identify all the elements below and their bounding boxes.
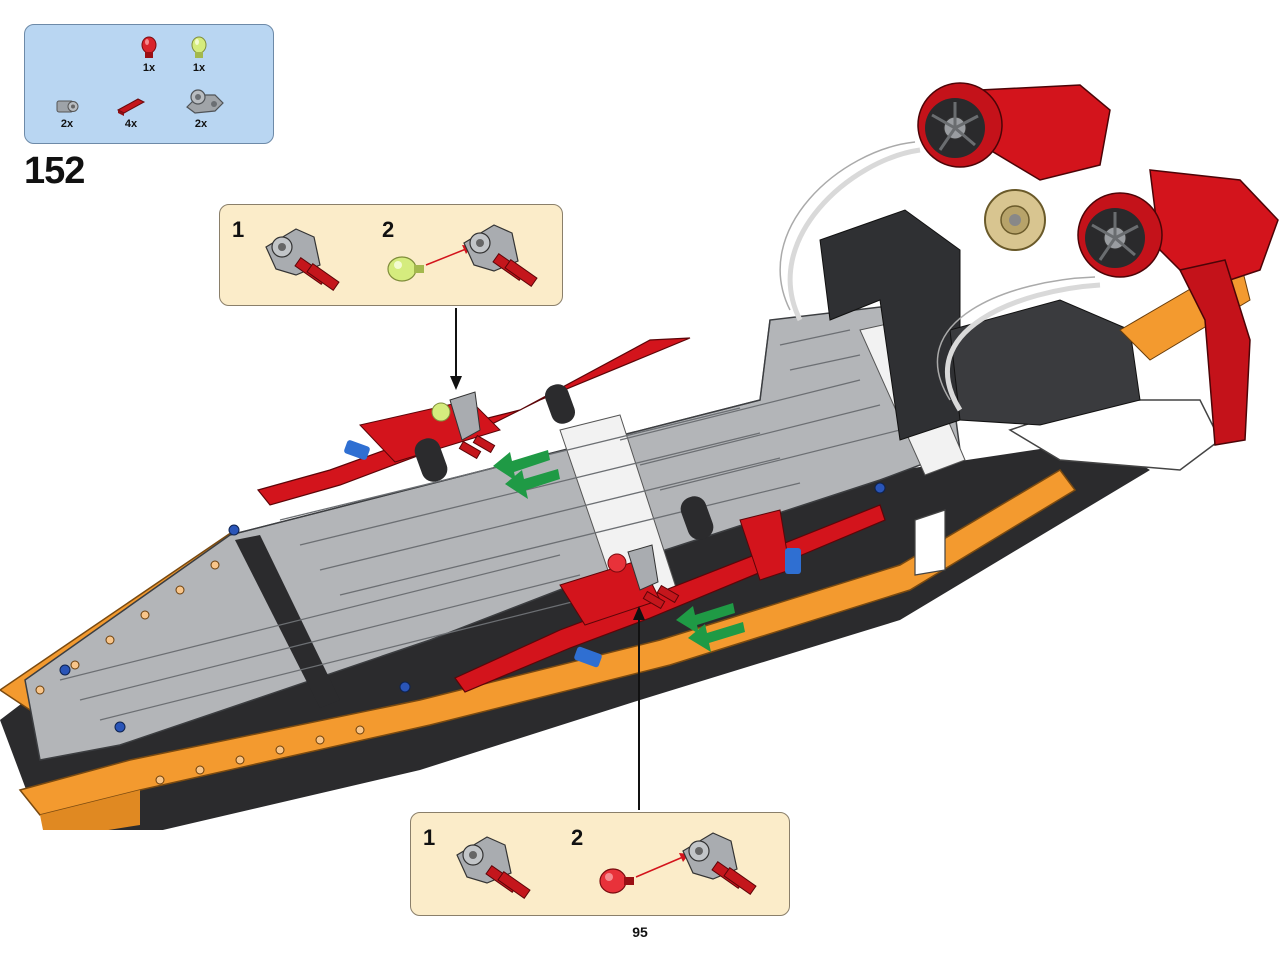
part-qty: 4x xyxy=(124,118,138,130)
grey-knuckle-bottom xyxy=(627,544,659,591)
blue-connector xyxy=(344,440,370,460)
orange-beam-tip xyxy=(40,790,140,830)
substep-number: 2 xyxy=(382,217,395,242)
hovercraft-model-illustration xyxy=(0,82,1279,830)
page-number: 95 xyxy=(632,924,648,940)
grey-knuckle-top xyxy=(449,391,481,441)
part-qty: 2x xyxy=(194,118,208,130)
red-fan-unit-1 xyxy=(917,82,1111,181)
part-red-axle-pin: 4x xyxy=(111,95,151,130)
knuckle-with-pins-icon xyxy=(265,228,340,291)
lime-light-bulb-icon xyxy=(431,402,451,422)
beam-holes xyxy=(35,560,365,785)
red-light-bulb-icon xyxy=(141,36,157,58)
part-red-light-bulb: 1x xyxy=(129,35,169,74)
substep-number: 1 xyxy=(423,825,436,850)
callout-substeps-bottom: 1 2 xyxy=(410,812,790,916)
red-axle-pin-icon xyxy=(116,98,146,116)
attach-lime-bulb-icon xyxy=(387,224,538,287)
step-number: 152 xyxy=(24,150,85,192)
rear-frame-right xyxy=(949,299,1141,426)
substep-number: 2 xyxy=(571,825,584,850)
rear-frame-left xyxy=(819,209,961,441)
red-axle-pins xyxy=(458,434,680,610)
green-arrow-icon xyxy=(676,603,745,652)
blue-connector xyxy=(574,646,602,668)
callout-substeps-top: 1 2 xyxy=(219,204,563,306)
deck-grooves xyxy=(59,329,901,721)
grey-axle-connector-icon xyxy=(56,100,79,113)
part-lime-light-bulb: 1x xyxy=(179,35,219,74)
attach-red-bulb-icon xyxy=(599,832,757,895)
red-light-bulb-icon xyxy=(607,553,627,573)
substep-number: 1 xyxy=(232,217,245,242)
part-qty: 1x xyxy=(142,62,156,74)
white-hoses xyxy=(779,141,1101,412)
grey-steering-knuckle-icon xyxy=(186,89,224,114)
part-grey-axle-connector: 2x xyxy=(47,97,87,130)
red-fan-unit-2 xyxy=(1077,169,1279,446)
part-qty: 1x xyxy=(192,62,206,74)
lime-light-bulb-icon xyxy=(191,36,207,58)
dark-separator xyxy=(235,535,340,708)
knuckle-with-pins-icon xyxy=(456,836,531,899)
parts-list-panel: 1x 1x 2x 4x 2x xyxy=(24,24,274,144)
part-grey-steering-knuckle: 2x xyxy=(181,85,224,130)
blue-connector xyxy=(785,548,801,574)
black-axle-cylinders xyxy=(414,384,714,540)
part-qty: 2x xyxy=(60,118,74,130)
green-arrow-icon xyxy=(493,450,560,499)
